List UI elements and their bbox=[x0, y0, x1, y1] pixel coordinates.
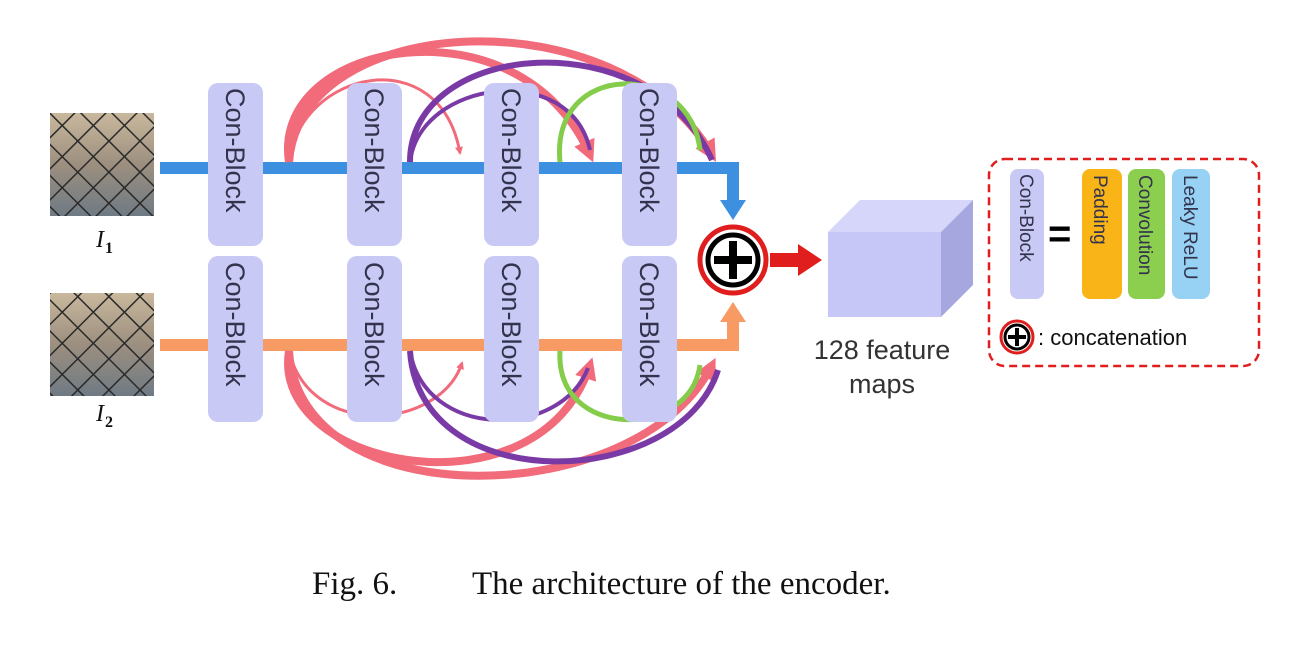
svg-text:Convolution: Convolution bbox=[1134, 175, 1155, 275]
con-block-bottom-3: Con-Block bbox=[484, 256, 539, 422]
svg-text:Con-Block: Con-Block bbox=[634, 88, 664, 213]
legend-box bbox=[987, 157, 1261, 368]
con-block-top-2: Con-Block bbox=[347, 83, 402, 246]
con-block-top-3: Con-Block bbox=[484, 83, 539, 246]
svg-text:Leaky ReLU: Leaky ReLU bbox=[1179, 175, 1200, 280]
top-stream-arrowhead bbox=[720, 200, 746, 220]
legend-equals: = bbox=[1048, 212, 1071, 256]
feature-label-line1: 128 feature bbox=[814, 335, 951, 365]
svg-text:Con-Block: Con-Block bbox=[634, 262, 664, 387]
arrow-right-icon bbox=[770, 244, 822, 276]
input-image-1 bbox=[50, 113, 154, 216]
input-label-1: I1 bbox=[95, 227, 113, 257]
legend-leaky-relu: Leaky ReLU bbox=[1172, 169, 1210, 299]
svg-text:Con-Block: Con-Block bbox=[496, 262, 526, 387]
svg-text:Con-Block: Con-Block bbox=[220, 88, 250, 213]
svg-text:Con-Block: Con-Block bbox=[1015, 174, 1036, 262]
caption-fig-number: Fig. 6. bbox=[312, 566, 397, 602]
input-label-2: I2 bbox=[95, 401, 113, 431]
con-block-top-4: Con-Block bbox=[622, 83, 677, 246]
feature-map-cube bbox=[828, 200, 973, 317]
legend-concat-icon bbox=[999, 319, 1035, 355]
svg-text:Padding: Padding bbox=[1089, 175, 1110, 245]
con-block-bottom-4: Con-Block bbox=[622, 256, 677, 422]
caption-text: The architecture of the encoder. bbox=[472, 566, 891, 602]
legend-convolution: Convolution bbox=[1128, 169, 1165, 299]
svg-text:Con-Block: Con-Block bbox=[359, 88, 389, 213]
svg-text:Con-Block: Con-Block bbox=[359, 262, 389, 387]
legend-concat-label: : concatenation bbox=[1038, 325, 1187, 350]
legend-padding: Padding bbox=[1082, 169, 1122, 299]
con-block-top-1: Con-Block bbox=[208, 83, 263, 246]
input-image-2 bbox=[50, 293, 154, 396]
con-block-bottom-1: Con-Block bbox=[208, 256, 263, 422]
feature-label-line2: maps bbox=[849, 369, 915, 399]
con-block-bottom-2: Con-Block bbox=[347, 256, 402, 422]
bottom-stream-arrowhead bbox=[720, 302, 746, 322]
svg-text:Con-Block: Con-Block bbox=[496, 88, 526, 213]
legend-conblock: Con-Block bbox=[1010, 169, 1044, 299]
concat-icon bbox=[697, 224, 769, 296]
svg-text:Con-Block: Con-Block bbox=[220, 262, 250, 387]
